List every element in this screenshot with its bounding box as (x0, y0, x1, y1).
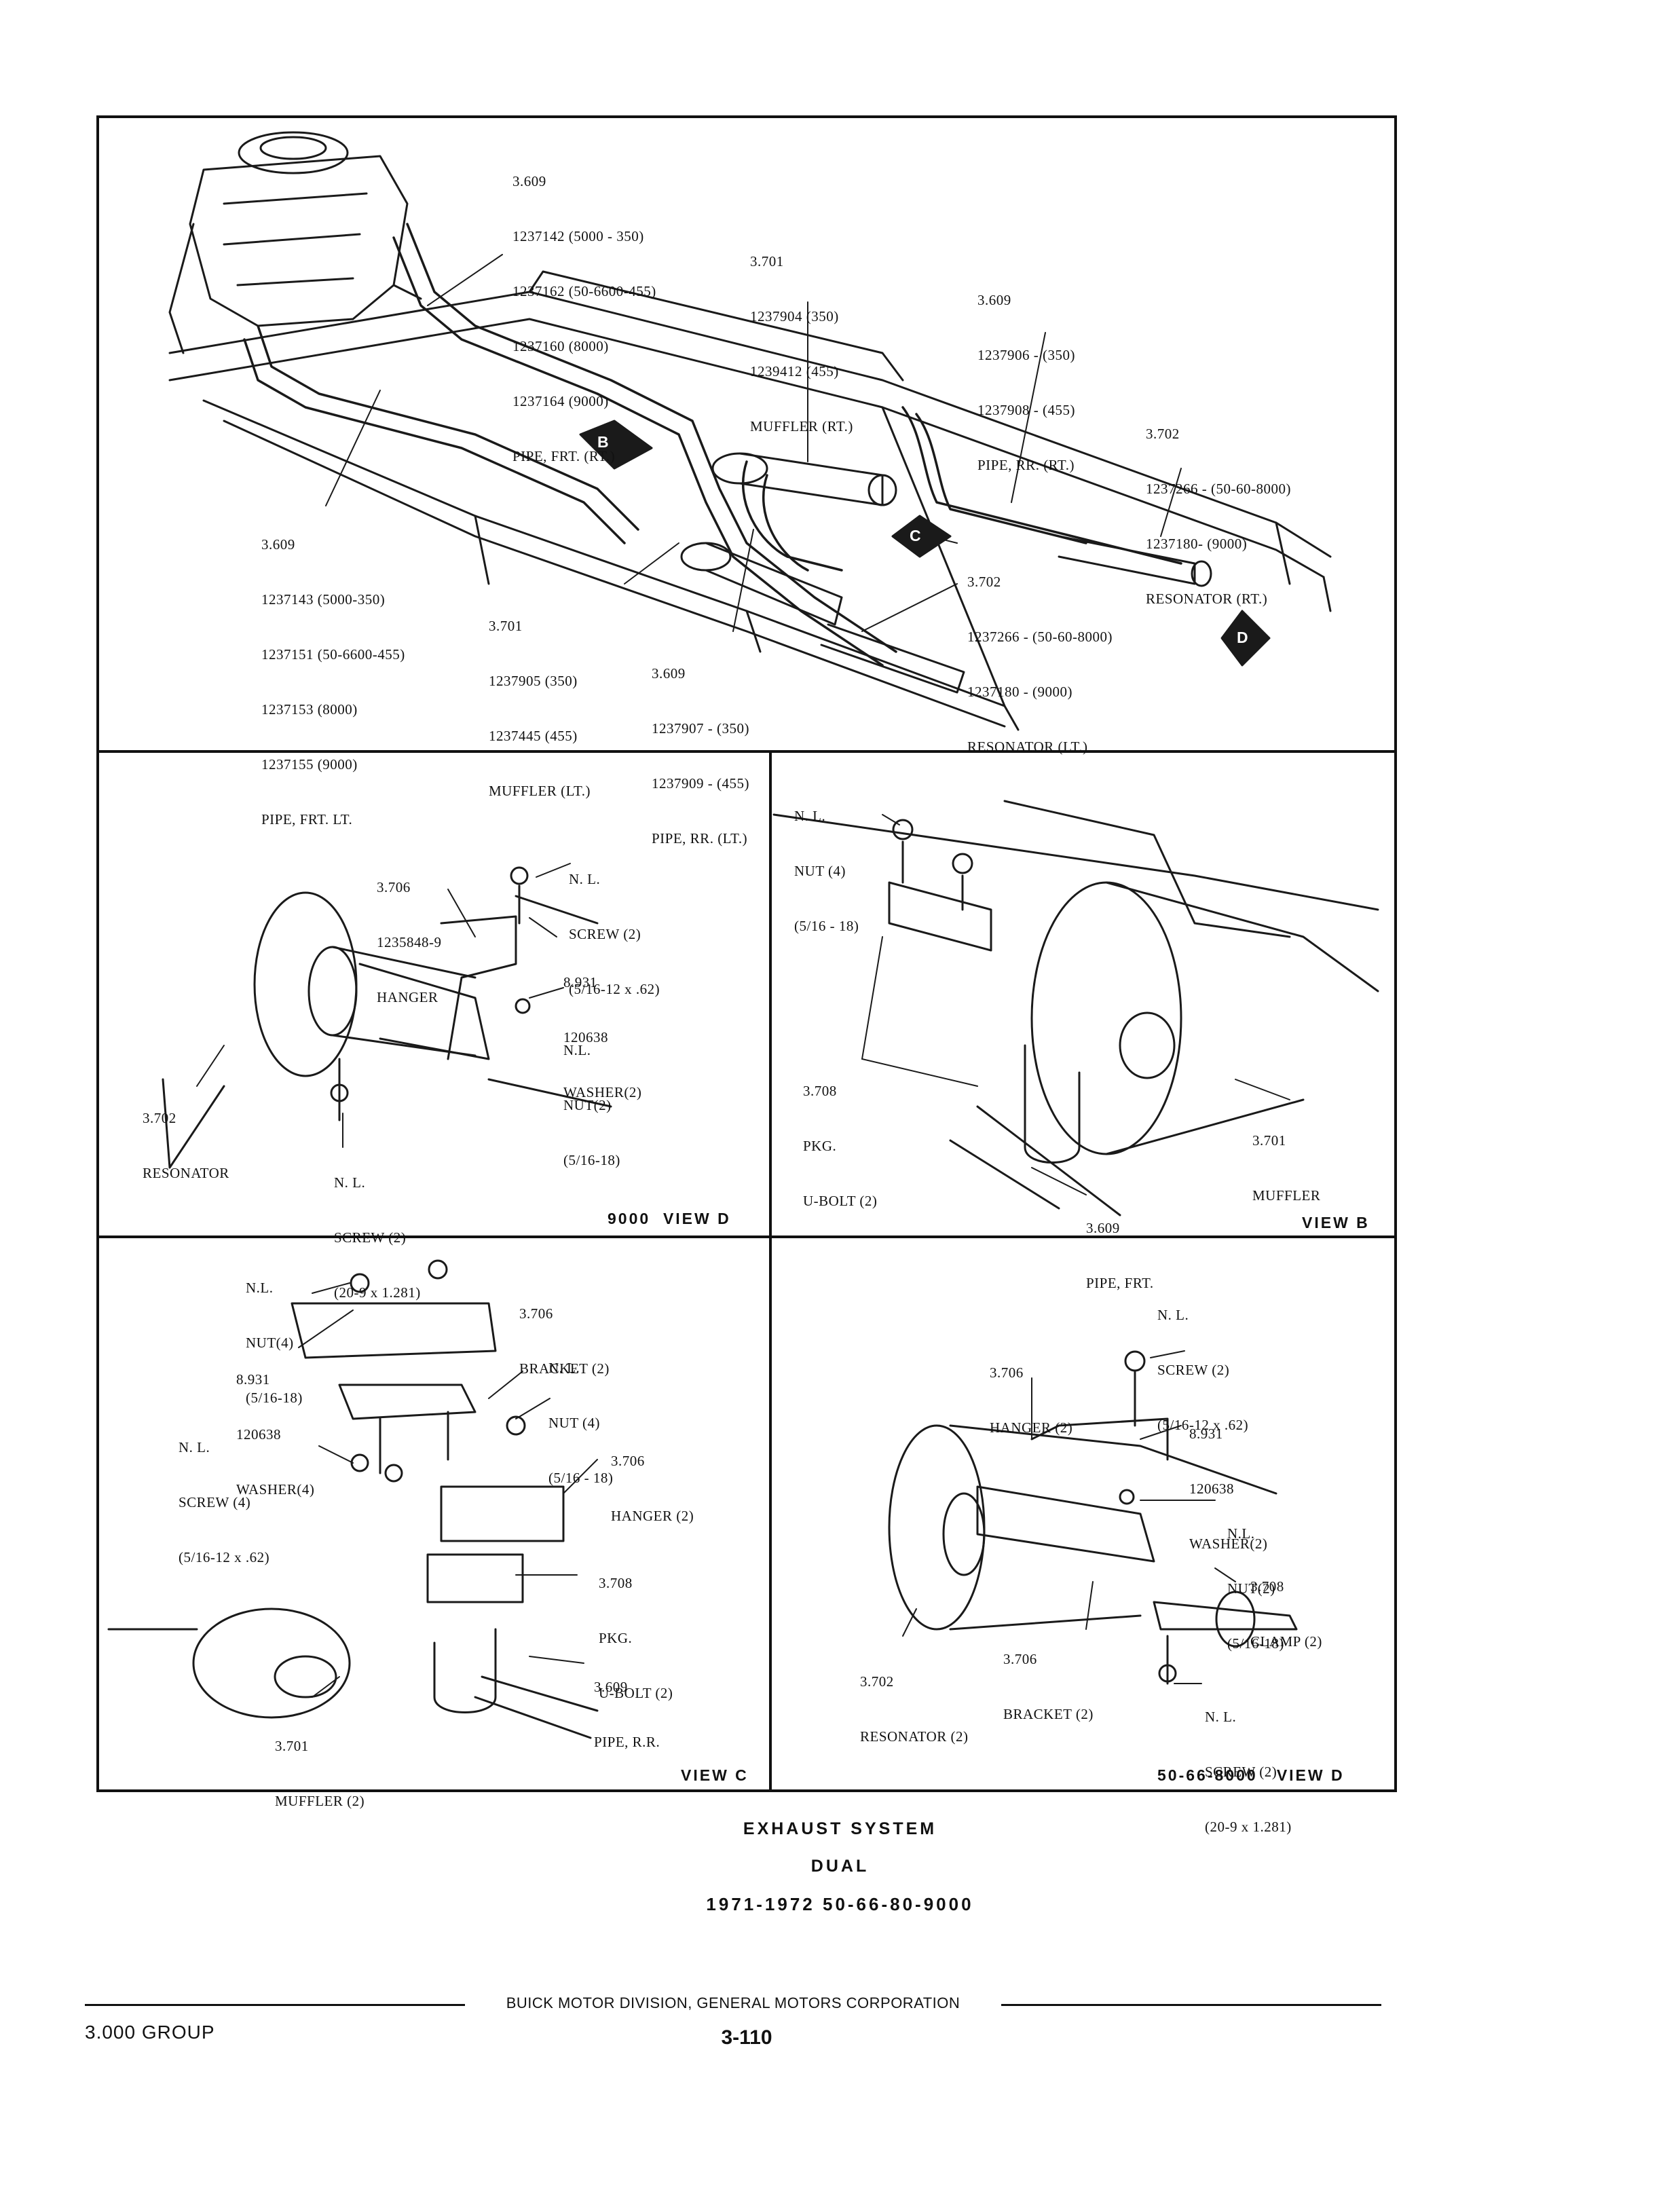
callout-c-screw: N. L. SCREW (4) (5/16-12 x .62) (179, 1439, 270, 1565)
view-arrow-b: B (597, 433, 611, 451)
divider-vertical (769, 750, 772, 1792)
callout-muffler-right: 3.701 1237904 (350) 1239412 (455) MUFFLE… (750, 253, 853, 434)
footer-group: 3.000 GROUP (85, 2022, 215, 2043)
callout-b-ubolt: 3.708 PKG. U-BOLT (2) (803, 1083, 878, 1209)
callout-50-hanger: 3.706 HANGER (2) (990, 1364, 1073, 1436)
callout-50-washer: 8.931 120638 WASHER(2) (1189, 1426, 1268, 1552)
callout-b-nut: N. L. NUT (4) (5/16 - 18) (794, 808, 859, 934)
callout-b-pipe: 3.609 PIPE, FRT. (1086, 1220, 1154, 1291)
footer-rule-right (1001, 2004, 1381, 2006)
callout-9000-hanger: 3.706 1235848-9 HANGER (377, 879, 442, 1005)
callout-b-muffler: 3.701 MUFFLER (1252, 1132, 1321, 1204)
callout-50-screw-top: N. L. SCREW (2) (5/16-12 x .62) (1157, 1307, 1249, 1433)
caption-title: EXHAUST SYSTEM (743, 1819, 937, 1838)
callout-9000-resonator: 3.702 RESONATOR (143, 1110, 229, 1181)
divider-main-bottom (96, 750, 1397, 753)
callout-9000-screw-top: N. L. SCREW (2) (5/16-12 x .62) (569, 871, 660, 997)
callout-pipe-front-left: 3.609 1237143 (5000-350) 1237151 (50-660… (261, 536, 405, 828)
footer-page-number: 3-110 (721, 2026, 772, 2049)
callout-50-screw-bottom: N. L. SCREW (2) (20-9 x 1.281) (1205, 1709, 1292, 1835)
callout-50-bracket: 3.706 BRACKET (2) (1003, 1651, 1094, 1722)
callout-9000-nut: N.L. NUT(2) (5/16-18) (563, 1042, 620, 1168)
callout-50-clamp: 3.708 CLAMP (2) (1250, 1578, 1322, 1650)
callout-c-ubolt: 3.708 PKG. U-BOLT (2) (599, 1575, 673, 1701)
callout-9000-washer: 8.931 120638 WASHER(2) (563, 974, 642, 1100)
exhaust-pipes-drawing (244, 224, 1181, 665)
footer-rule-left (85, 2004, 465, 2006)
mufflers-drawing (682, 453, 1211, 692)
view-d-50-drawing (889, 1352, 1296, 1684)
callout-resonator-right: 3.702 1237266 - (50-60-8000) 1237180- (9… (1146, 426, 1291, 607)
callout-50-nut: N.L. NUT(2) (5/16-18) (1227, 1525, 1284, 1652)
main-leader-lines (326, 255, 1181, 631)
view-title-50-66-8000-view-d: 50-66-8000 VIEW D (1157, 1766, 1345, 1784)
view-arrow-c: C (910, 527, 923, 544)
callout-c-pipe: 3.609 PIPE, R.R. (594, 1679, 660, 1750)
view-c-drawing (109, 1261, 597, 1738)
view-arrow-d: D (1237, 629, 1250, 646)
footer-corporation: BUICK MOTOR DIVISION, GENERAL MOTORS COR… (506, 1994, 960, 2011)
callout-c-washer: 8.931 120638 WASHER(4) (236, 1371, 315, 1498)
caption-subtitle: DUAL (810, 1857, 870, 1876)
diagram-frame (96, 115, 1397, 1792)
callout-c-hanger: 3.706 HANGER (2) (611, 1453, 694, 1524)
caption-years-models: 1971-1972 50-66-80-9000 (706, 1894, 974, 1914)
callout-muffler-left: 3.701 1237905 (350) 1237445 (455) MUFFLE… (489, 618, 591, 799)
callout-c-nut-left: N.L. NUT(4) (5/16-18) (246, 1280, 303, 1406)
chassis-frame-drawing (170, 272, 1330, 730)
divider-middle (96, 1235, 1397, 1238)
callout-resonator-left: 3.702 1237266 - (50-60-8000) 1237180 - (… (967, 574, 1113, 755)
view-title-view-c: VIEW C (681, 1766, 749, 1784)
callout-pipe-front-right: 3.609 1237142 (5000 - 350) 1237162 (50-6… (512, 173, 656, 464)
view-b-drawing (774, 801, 1378, 1215)
callout-pipe-rear-left: 3.609 1237907 - (350) 1237909 - (455) PI… (652, 665, 749, 847)
view-arrow-shapes (580, 421, 1269, 665)
callout-50-resonator: 3.702 RESONATOR (2) (860, 1673, 969, 1745)
callout-c-bracket: 3.706 BRACKET (2) (519, 1305, 610, 1377)
callout-9000-screw-bottom: N. L. SCREW (2) (20-9 x 1.281) (334, 1174, 421, 1301)
callout-c-muffler: 3.701 MUFFLER (2) (275, 1738, 365, 1809)
view-title-9000-view-d: 9000 VIEW D (608, 1210, 731, 1227)
view-title-view-b: VIEW B (1302, 1214, 1370, 1231)
callout-c-nut-right: N. L. NUT (4) (5/16 - 18) (548, 1360, 614, 1486)
callout-pipe-rear-right: 3.609 1237906 - (350) 1237908 - (455) PI… (977, 292, 1075, 473)
view-d-9000-drawing (163, 868, 611, 1168)
engine-drawing (170, 132, 421, 353)
